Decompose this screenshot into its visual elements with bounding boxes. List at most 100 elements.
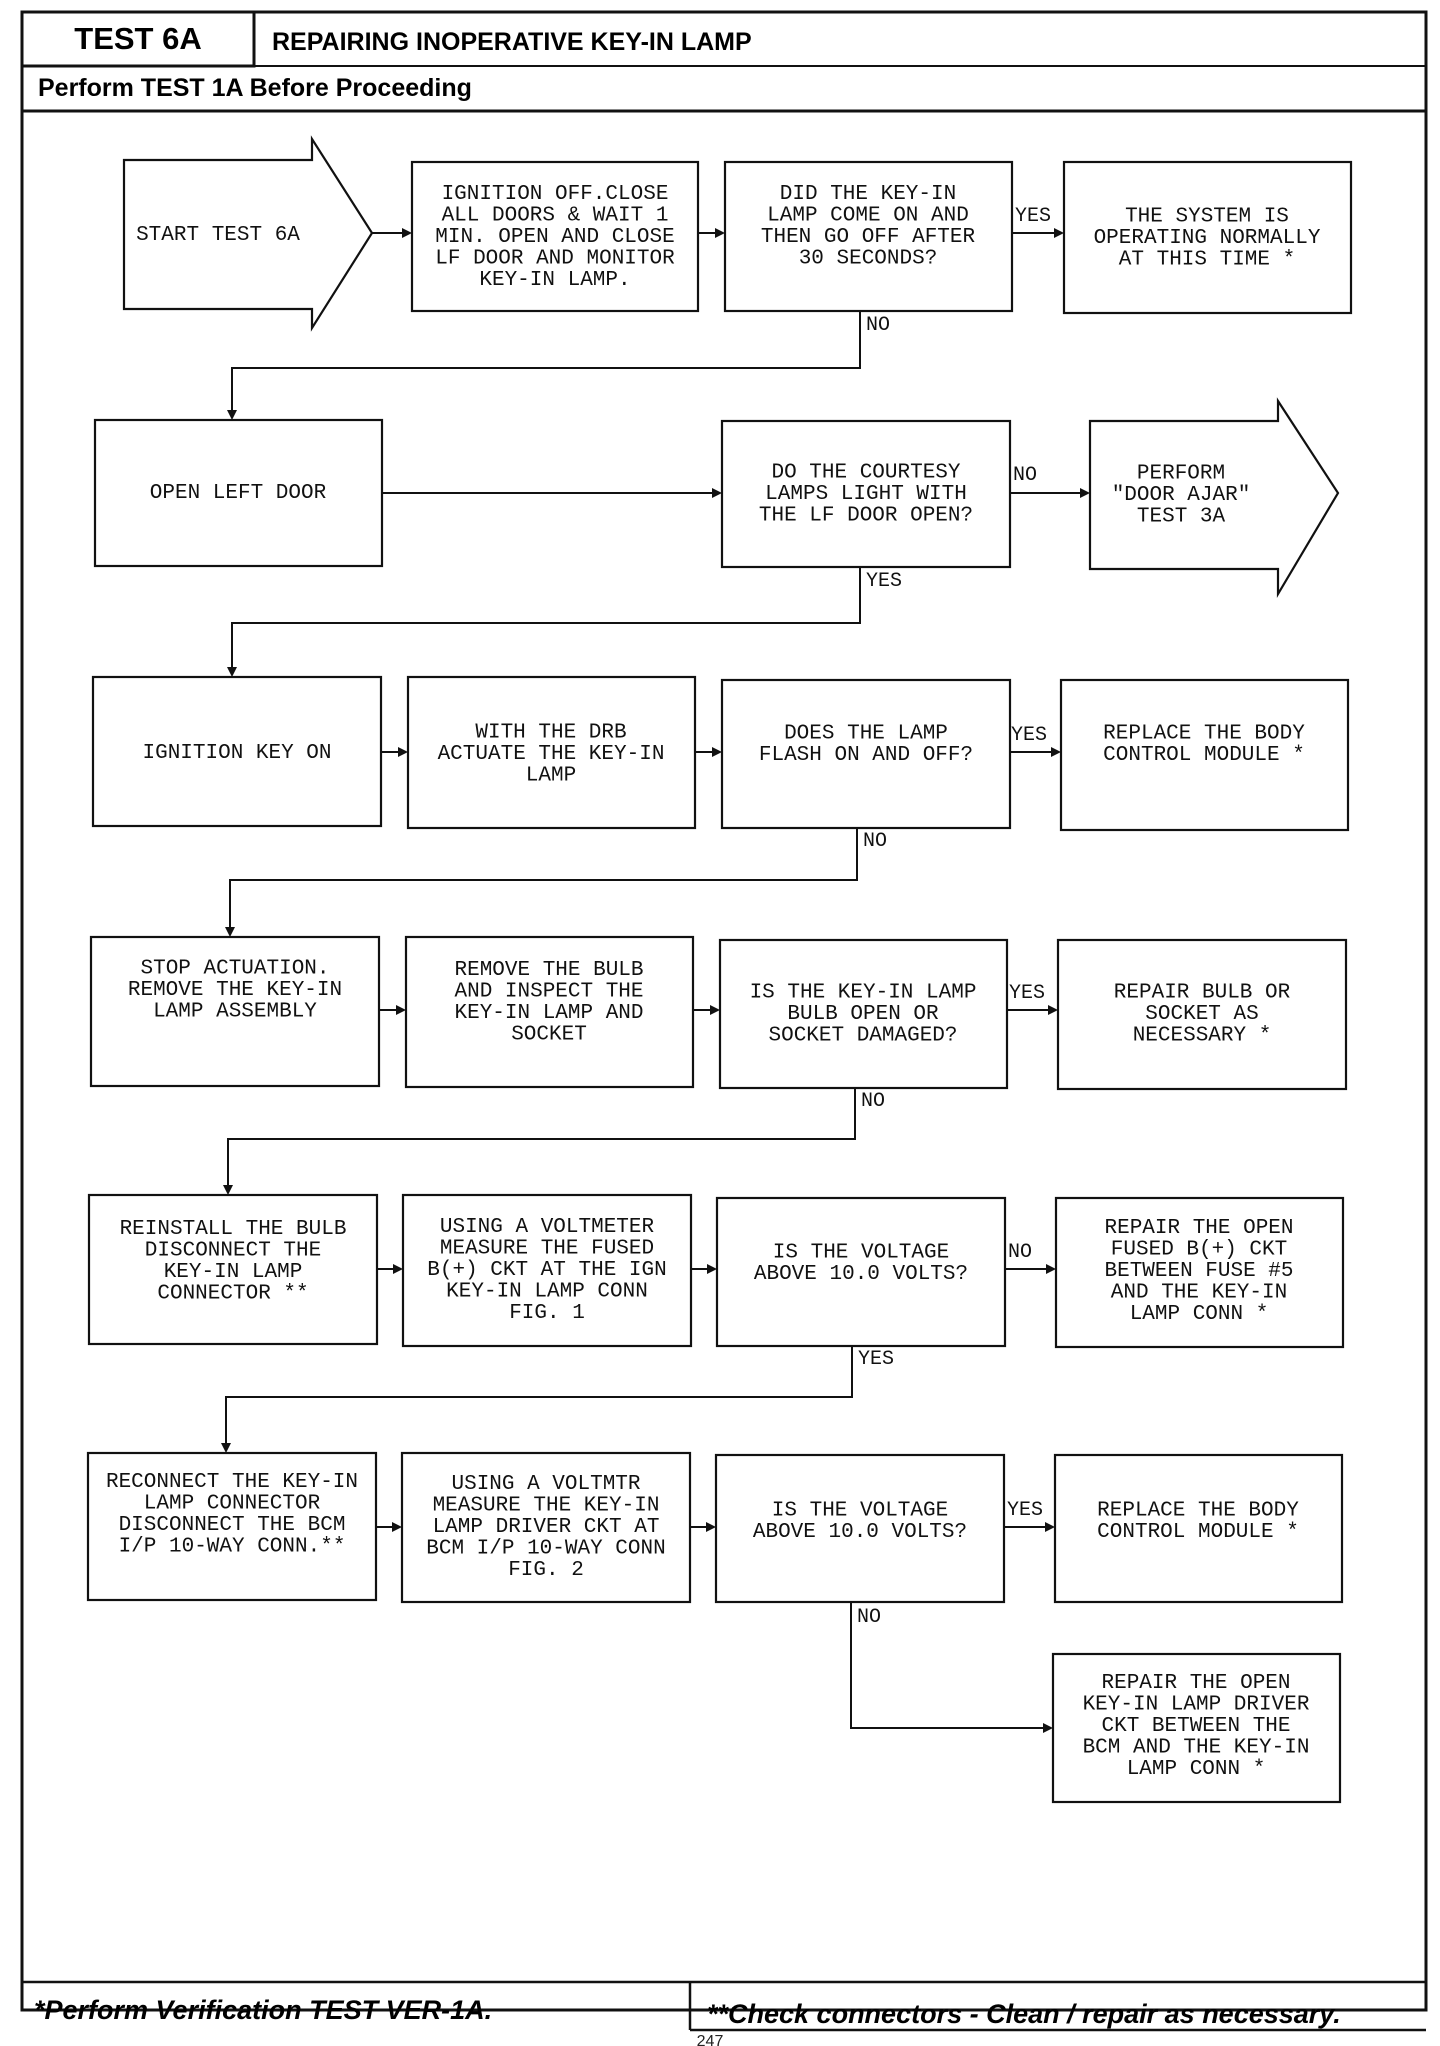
n3b-line: ACTUATE THE KEY-IN [438, 743, 665, 766]
r6-line: REPLACE THE BODY [1097, 1499, 1299, 1522]
label-d1-no: NO [866, 314, 890, 337]
d1-line: DID THE KEY-IN [780, 183, 956, 206]
label-d3-yes: YES [1011, 724, 1047, 747]
n6b-line: BCM I/P 10-WAY CONN [426, 1538, 665, 1561]
start-line: START TEST 6A [136, 224, 300, 247]
label-d4-yes: YES [1009, 982, 1045, 1005]
n5-line: CONNECTOR ** [157, 1282, 308, 1305]
r5-line: FUSED B(+) CKT [1111, 1239, 1287, 1262]
svg-text:IGNITION KEY ON: IGNITION KEY ON [142, 742, 331, 765]
r5-line: REPAIR THE OPEN [1104, 1217, 1293, 1240]
label-d4-no: NO [861, 1090, 885, 1113]
n4-line: LAMP ASSEMBLY [153, 1001, 317, 1024]
r1-line: OPERATING NORMALLY [1094, 227, 1321, 250]
d2-line: THE LF DOOR OPEN? [759, 505, 973, 528]
n5b-line: B(+) CKT AT THE IGN [427, 1259, 666, 1282]
d4-line: IS THE KEY-IN LAMP [750, 982, 977, 1005]
d5-line: ABOVE 10.0 VOLTS? [754, 1263, 968, 1286]
r7-line: BCM AND THE KEY-IN [1083, 1737, 1310, 1760]
n6b-line: MEASURE THE KEY-IN [433, 1495, 660, 1518]
d6-line: IS THE VOLTAGE [772, 1499, 948, 1522]
n6b-line: LAMP DRIVER CKT AT [433, 1516, 660, 1539]
r7-line: CKT BETWEEN THE [1101, 1715, 1290, 1738]
label-d3-no: NO [863, 830, 887, 853]
svg-text:PERFORM"DOOR AJAR"TEST 3A: PERFORM"DOOR AJAR"TEST 3A [1112, 463, 1251, 529]
d2-line: LAMPS LIGHT WITH [765, 483, 967, 506]
d3-line: DOES THE LAMP [784, 722, 948, 745]
r2-line: TEST 3A [1137, 506, 1226, 529]
n3b-line: LAMP [526, 765, 576, 788]
n1-line: IGNITION OFF.CLOSE [442, 183, 669, 206]
r2-line: "DOOR AJAR" [1112, 484, 1251, 507]
r2-line: PERFORM [1137, 463, 1225, 486]
n5-line: DISCONNECT THE [145, 1239, 321, 1262]
n5b-line: FIG. 1 [509, 1302, 585, 1325]
n6-line: DISCONNECT THE BCM [119, 1514, 346, 1537]
r1-line: THE SYSTEM IS [1125, 206, 1289, 229]
flow-connectors [225, 232, 1082, 1729]
page-number: 247 [697, 2033, 724, 2046]
label-d6-no: NO [857, 1606, 881, 1629]
n6b-line: USING A VOLTMTR [451, 1473, 640, 1496]
r7-line: REPAIR THE OPEN [1101, 1672, 1290, 1695]
svg-text:START TEST 6A: START TEST 6A [136, 224, 300, 247]
page-border [20, 10, 1428, 2012]
label-d1-yes: YES [1015, 205, 1051, 228]
n4-line: STOP ACTUATION. [140, 958, 329, 981]
r4-line: REPAIR BULB OR [1114, 982, 1291, 1005]
n5b-line: USING A VOLTMETER [440, 1216, 655, 1239]
n4b-line: SOCKET [511, 1023, 587, 1046]
n1-line: KEY-IN LAMP. [479, 269, 630, 292]
start-arrow-node: START TEST 6A [122, 135, 374, 332]
n5-line: KEY-IN LAMP [164, 1261, 303, 1284]
n5-line: REINSTALL THE BULB [120, 1218, 347, 1241]
r6-line: CONTROL MODULE * [1097, 1521, 1299, 1544]
n6-line: I/P 10-WAY CONN.** [119, 1535, 346, 1558]
page-title: REPAIRING INOPERATIVE KEY-IN LAMP [272, 28, 752, 56]
n4-line: REMOVE THE KEY-IN [128, 979, 342, 1002]
result-door-ajar-arrow: PERFORM"DOOR AJAR"TEST 3A [1088, 397, 1340, 599]
arrow-heads [221, 228, 1090, 1733]
n1-line: LF DOOR AND MONITOR [435, 248, 675, 271]
n2-line: OPEN LEFT DOOR [150, 482, 327, 505]
n4b-line: KEY-IN LAMP AND [454, 1002, 643, 1025]
label-d6-yes: YES [1007, 1499, 1043, 1522]
n1-line: ALL DOORS & WAIT 1 [442, 205, 669, 228]
r5-line: BETWEEN FUSE #5 [1104, 1260, 1293, 1283]
n6b-line: FIG. 2 [508, 1559, 584, 1582]
d3-line: FLASH ON AND OFF? [759, 744, 973, 767]
r4-line: NECESSARY * [1133, 1025, 1272, 1048]
d1-line: THEN GO OFF AFTER [761, 226, 976, 249]
test-id: TEST 6A [74, 21, 201, 56]
n3-line: IGNITION KEY ON [142, 742, 331, 765]
d6-line: ABOVE 10.0 VOLTS? [753, 1521, 967, 1544]
r4-line: SOCKET AS [1145, 1003, 1258, 1026]
